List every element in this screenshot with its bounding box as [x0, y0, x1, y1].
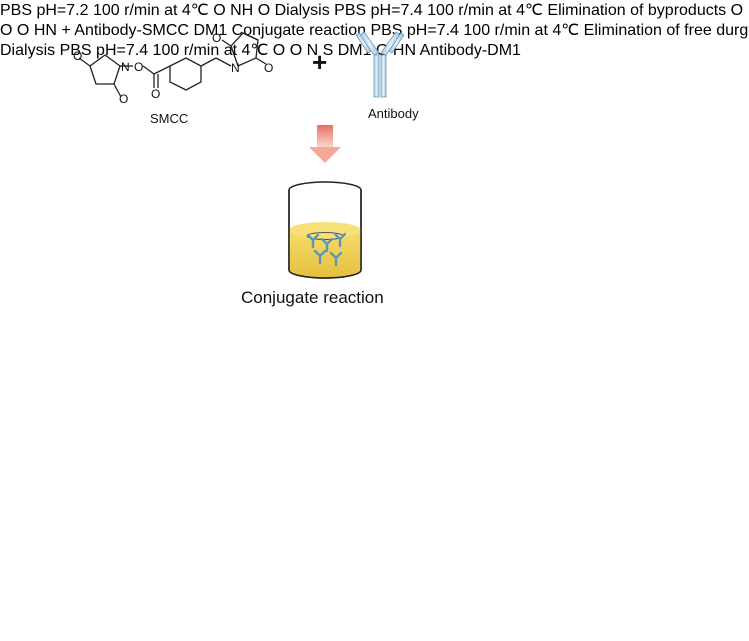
atom-o: O [289, 42, 303, 59]
atom-o: O [272, 42, 286, 59]
smcc-label: SMCC [150, 111, 188, 126]
beaker-conjugate-1 [288, 181, 362, 279]
conditions-1: PBS pH=7.2 100 r/min at 4℃ [0, 2, 209, 19]
antibody-icon [355, 31, 405, 98]
step-label-conjugate-2: Conjugate reaction [231, 22, 366, 39]
elimination-drug-label: Elimination of free durg [583, 22, 749, 39]
atom-o: O [212, 31, 221, 45]
atom-o: O [73, 49, 82, 63]
conditions-4: PBS pH=7.4 100 r/min at 4℃ [59, 42, 269, 59]
arrow-down-1 [309, 125, 341, 163]
atom-n: N [121, 60, 130, 74]
elimination-byproducts-label: Elimination of byproducts [547, 2, 727, 19]
atom-o: O [264, 61, 273, 75]
atom-hn: HN [33, 22, 57, 39]
atom-o: O [16, 22, 30, 39]
plus-sign: + [312, 47, 327, 77]
atom-o: O [730, 2, 744, 19]
step-label-dialysis-1: Dialysis [274, 2, 330, 19]
step-label-dialysis-2: Dialysis [0, 42, 56, 59]
dm1-label: DM1 [193, 22, 228, 39]
smcc-structure [78, 32, 267, 98]
smcc-atoms: O O N O O N O O [73, 31, 273, 106]
atom-o: O [134, 60, 143, 74]
atom-o: O [151, 87, 160, 101]
conditions-3: PBS pH=7.4 100 r/min at 4℃ [370, 22, 580, 39]
atom-s: S [322, 42, 334, 59]
plus-sign: + [61, 22, 71, 39]
antibody-smcc-label: Antibody-SMCC [74, 22, 189, 39]
atom-n: N [306, 42, 319, 59]
step-label-conjugate-1: Conjugate reaction [241, 288, 384, 307]
atom-o: O [119, 92, 128, 106]
antibody-dm1-label: Antibody-DM1 [419, 42, 521, 59]
atom-o: O [0, 22, 13, 39]
atom-hn: HN [392, 42, 416, 59]
atom-o: O [213, 2, 226, 19]
atom-o: O [257, 2, 271, 19]
conditions-2: PBS pH=7.4 100 r/min at 4℃ [334, 2, 543, 19]
atom-n: N [231, 61, 240, 75]
atom-nh: NH [230, 2, 254, 19]
antibody-label: Antibody [368, 106, 419, 121]
